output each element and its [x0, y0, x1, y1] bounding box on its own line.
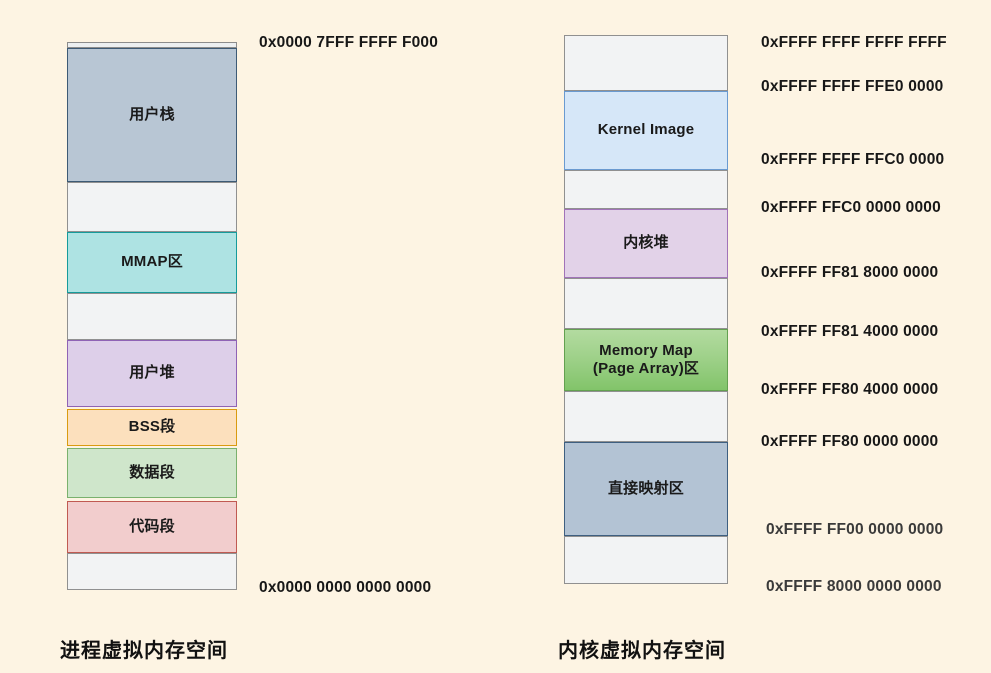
- block-label: 用户栈: [129, 105, 175, 123]
- address-kernel-7: 0xFFFF FF80 0000 0000: [761, 433, 939, 450]
- block-kernel-gap-1: [564, 170, 728, 209]
- block-memory-map[interactable]: Memory Map (Page Array)区: [564, 329, 728, 391]
- address-process-top: 0x0000 7FFF FFFF F000: [259, 34, 439, 51]
- block-label: BSS段: [128, 418, 176, 436]
- block-label: 内核堆: [623, 234, 669, 252]
- block-kernel-gap-top: [564, 35, 728, 91]
- block-gap-3: [67, 553, 237, 590]
- block-user-stack[interactable]: 用户栈: [67, 48, 237, 182]
- kernel-memory-column: Kernel Image 内核堆 Memory Map (Page Array)…: [564, 35, 728, 584]
- block-label: 直接映射区: [607, 479, 684, 497]
- block-kernel-gap-2: [564, 278, 728, 329]
- address-kernel-4: 0xFFFF FF81 8000 0000: [761, 264, 939, 281]
- block-data-segment[interactable]: 数据段: [67, 448, 237, 498]
- address-kernel-9: 0xFFFF 8000 0000 0000: [766, 578, 942, 595]
- block-kernel-gap-3: [564, 391, 728, 442]
- block-code-segment[interactable]: 代码段: [67, 501, 237, 553]
- block-user-heap[interactable]: 用户堆: [67, 340, 237, 407]
- process-memory-column: 用户栈 MMAP区 用户堆 BSS段 数据段 代码段: [67, 42, 237, 590]
- block-label: 用户堆: [129, 364, 175, 382]
- block-label: Kernel Image: [597, 121, 695, 139]
- block-kernel-heap[interactable]: 内核堆: [564, 209, 728, 278]
- block-gap-2: [67, 293, 237, 340]
- block-bss-segment[interactable]: BSS段: [67, 409, 237, 446]
- address-kernel-0: 0xFFFF FFFF FFFF FFFF: [761, 34, 947, 51]
- block-label: MMAP区: [121, 253, 183, 271]
- address-kernel-6: 0xFFFF FF80 4000 0000: [761, 381, 939, 398]
- kernel-memory-caption: 内核虚拟内存空间: [558, 640, 726, 662]
- block-label: 数据段: [129, 463, 175, 481]
- block-mmap-area[interactable]: MMAP区: [67, 232, 237, 293]
- address-kernel-1: 0xFFFF FFFF FFE0 0000: [761, 78, 944, 95]
- block-gap-1: [67, 182, 237, 232]
- block-kernel-image[interactable]: Kernel Image: [564, 91, 728, 170]
- block-direct-map[interactable]: 直接映射区: [564, 442, 728, 536]
- address-kernel-3: 0xFFFF FFC0 0000 0000: [761, 199, 941, 216]
- address-kernel-2: 0xFFFF FFFF FFC0 0000: [761, 151, 945, 168]
- block-label: 代码段: [129, 517, 175, 535]
- block-label: Memory Map (Page Array)区: [592, 341, 700, 377]
- process-top-gap-strip: [67, 42, 237, 48]
- block-kernel-gap-4: [564, 536, 728, 584]
- address-kernel-5: 0xFFFF FF81 4000 0000: [761, 323, 939, 340]
- process-memory-caption: 进程虚拟内存空间: [60, 640, 228, 662]
- address-kernel-8: 0xFFFF FF00 0000 0000: [766, 521, 944, 538]
- address-process-bottom: 0x0000 0000 0000 0000: [259, 579, 432, 596]
